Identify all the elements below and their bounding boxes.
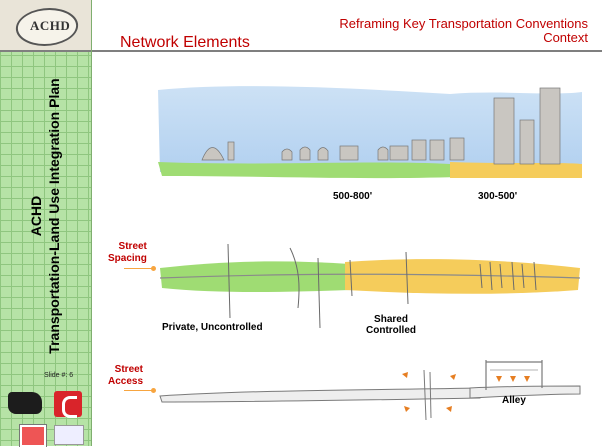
spacing-label-shared-line1: Shared bbox=[374, 314, 408, 325]
street-spacing-label: Street Spacing bbox=[108, 241, 147, 265]
spacing-label-shared-line2: Controlled bbox=[366, 325, 416, 336]
partner-logo-dark bbox=[8, 392, 42, 414]
street-spacing-label-line2: Spacing bbox=[108, 253, 147, 264]
street-access-callout-dot bbox=[151, 388, 156, 393]
skyline-label-300-500: 300-500' bbox=[478, 191, 518, 202]
street-spacing-label-line1: Street bbox=[118, 241, 147, 252]
access-label-alley: Alley bbox=[502, 395, 526, 406]
spacing-label-private: Private, Uncontrolled bbox=[162, 322, 263, 333]
subtitle-line1: Reframing Key Transportation Conventions bbox=[339, 16, 588, 31]
street-access-sketch bbox=[159, 360, 581, 421]
slide-number: Slide #: 6 bbox=[44, 372, 74, 379]
vertical-title-line1: ACHD bbox=[28, 195, 44, 237]
skyline-label-500-800: 500-800' bbox=[333, 191, 373, 202]
street-spacing-callout-line bbox=[124, 268, 154, 269]
vertical-title-line2: Transportation-Land Use Integration Plan bbox=[46, 78, 62, 354]
street-spacing-sketch bbox=[159, 243, 581, 329]
logo-text: ACHD bbox=[30, 18, 71, 33]
street-access-callout-line bbox=[124, 390, 154, 391]
skyline-sketch bbox=[158, 86, 582, 179]
page-title: Network Elements bbox=[120, 34, 250, 51]
partner-logo-red bbox=[54, 391, 82, 418]
street-access-label: Street Access bbox=[108, 364, 143, 388]
street-access-label-line1: Street bbox=[114, 364, 144, 375]
sidebar: ACHD ACHD Transportation-Land Use Integr… bbox=[0, 0, 92, 447]
image-thumbnail-icon bbox=[20, 425, 46, 447]
image-thumbnail-icon bbox=[54, 425, 84, 445]
logo-area: ACHD bbox=[0, 0, 91, 52]
spacing-label-shared: Shared Controlled bbox=[366, 314, 416, 336]
page-subtitle: Reframing Key Transportation Conventions… bbox=[339, 17, 588, 45]
vertical-title: ACHD Transportation-Land Use Integration… bbox=[27, 66, 63, 366]
vertical-title-wrap: ACHD Transportation-Land Use Integration… bbox=[0, 60, 91, 360]
street-spacing-callout-dot bbox=[151, 266, 156, 271]
subtitle-line2: Context bbox=[543, 30, 588, 45]
street-access-label-line2: Access bbox=[108, 376, 144, 387]
header-bar: Network Elements Reframing Key Transport… bbox=[92, 0, 602, 52]
